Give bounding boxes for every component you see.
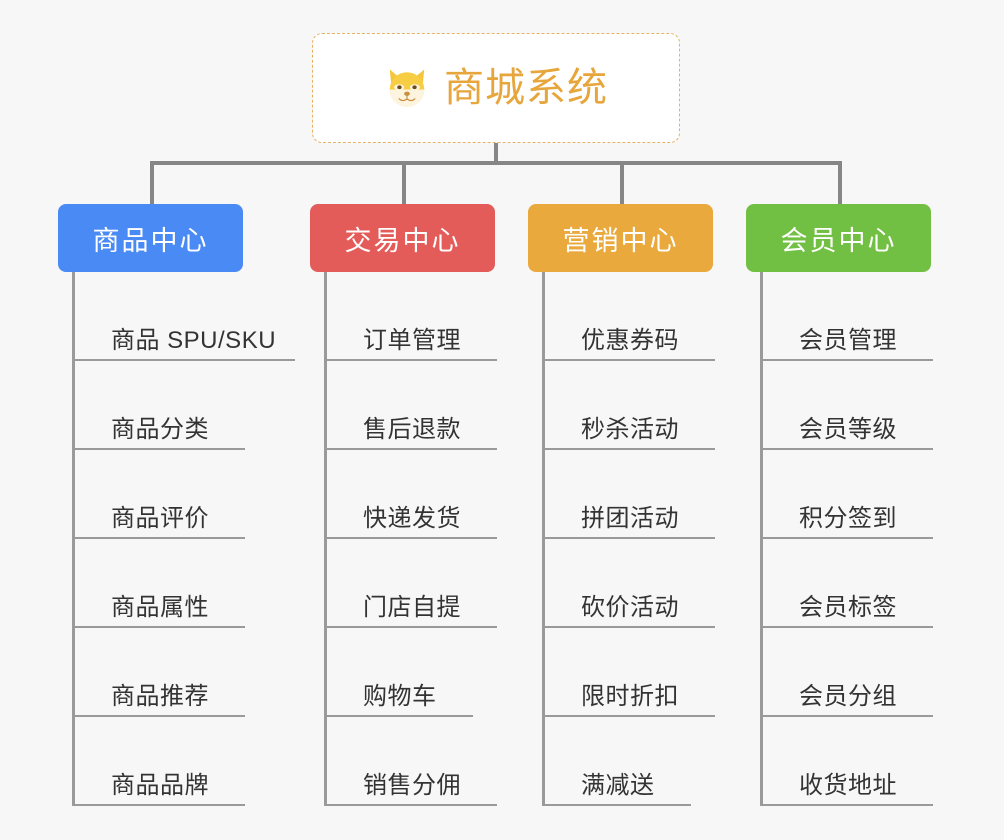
leaf-list-marketing: 优惠券码 秒杀活动 拼团活动 砍价活动 限时折扣 满减送 — [542, 272, 715, 806]
leaf-list-trade: 订单管理 售后退款 快递发货 门店自提 购物车 销售分佣 — [324, 272, 497, 806]
category-title: 营销中心 — [562, 225, 679, 256]
leaf-label: 门店自提 — [363, 593, 461, 621]
leaf-label: 快递发货 — [363, 504, 461, 532]
category-header-member[interactable]: 会员中心 — [746, 204, 931, 272]
root-title: 商城系统 — [444, 66, 608, 110]
leaf-label: 商品分类 — [111, 415, 209, 443]
root-node[interactable]: 商城系统 — [312, 33, 680, 143]
leaf-list-product: 商品 SPU/SKU 商品分类 商品评价 商品属性 商品推荐 商品品牌 — [72, 272, 295, 806]
leaf-label: 会员管理 — [799, 326, 897, 354]
category-header-trade[interactable]: 交易中心 — [310, 204, 495, 272]
leaf-label: 商品 SPU/SKU — [111, 326, 277, 354]
leaf-label: 满减送 — [581, 771, 655, 799]
leaf-label: 商品品牌 — [111, 771, 209, 799]
leaf-label: 销售分佣 — [363, 771, 461, 799]
root-stem-line — [494, 143, 498, 163]
leaf-label: 售后退款 — [363, 415, 461, 443]
leaf-label: 商品推荐 — [111, 682, 209, 710]
leaf-label: 商品属性 — [111, 593, 209, 621]
leaf-label: 会员等级 — [799, 415, 897, 443]
leaf-label: 秒杀活动 — [581, 415, 679, 443]
list-item[interactable]: 秒杀活动 — [545, 361, 715, 450]
leaf-label: 商品评价 — [111, 504, 209, 532]
list-item[interactable]: 收货地址 — [763, 717, 933, 806]
leaf-label: 订单管理 — [363, 326, 461, 354]
leaf-list-member: 会员管理 会员等级 积分签到 会员标签 会员分组 收货地址 — [760, 272, 933, 806]
leaf-label: 会员标签 — [799, 593, 897, 621]
list-item[interactable]: 商品 SPU/SKU — [75, 272, 295, 361]
leaf-label: 积分签到 — [799, 504, 897, 532]
list-item[interactable]: 快递发货 — [327, 450, 497, 539]
list-item[interactable]: 拼团活动 — [545, 450, 715, 539]
branch-drop-line-3 — [620, 161, 624, 206]
branch-drop-line-1 — [150, 161, 154, 206]
list-item[interactable]: 购物车 — [327, 628, 473, 717]
list-item[interactable]: 售后退款 — [327, 361, 497, 450]
list-item[interactable]: 会员等级 — [763, 361, 933, 450]
category-header-product[interactable]: 商品中心 — [58, 204, 243, 272]
list-item[interactable]: 商品属性 — [75, 539, 245, 628]
list-item[interactable]: 商品分类 — [75, 361, 245, 450]
branch-drop-line-2 — [402, 161, 406, 206]
leaf-label: 砍价活动 — [581, 593, 679, 621]
list-item[interactable]: 销售分佣 — [327, 717, 497, 806]
list-item[interactable]: 门店自提 — [327, 539, 497, 628]
leaf-label: 优惠券码 — [581, 326, 679, 354]
branch-drop-line-4 — [838, 161, 842, 206]
list-item[interactable]: 积分签到 — [763, 450, 933, 539]
list-item[interactable]: 会员分组 — [763, 628, 933, 717]
list-item[interactable]: 订单管理 — [327, 272, 497, 361]
leaf-label: 拼团活动 — [581, 504, 679, 532]
category-title: 交易中心 — [344, 225, 461, 256]
leaf-label: 限时折扣 — [581, 682, 679, 710]
category-header-marketing[interactable]: 营销中心 — [528, 204, 713, 272]
list-item[interactable]: 砍价活动 — [545, 539, 715, 628]
list-item[interactable]: 限时折扣 — [545, 628, 715, 717]
category-title: 会员中心 — [780, 225, 897, 256]
list-item[interactable]: 商品品牌 — [75, 717, 245, 806]
list-item[interactable]: 商品推荐 — [75, 628, 245, 717]
list-item[interactable]: 商品评价 — [75, 450, 245, 539]
category-title: 商品中心 — [92, 225, 209, 256]
list-item[interactable]: 会员标签 — [763, 539, 933, 628]
leaf-label: 收货地址 — [799, 771, 897, 799]
shiba-dog-face-icon — [389, 69, 425, 107]
list-item[interactable]: 优惠券码 — [545, 272, 715, 361]
leaf-label: 会员分组 — [799, 682, 897, 710]
list-item[interactable]: 满减送 — [545, 717, 691, 806]
list-item[interactable]: 会员管理 — [763, 272, 933, 361]
leaf-label: 购物车 — [363, 682, 437, 710]
horizontal-bus-line — [150, 161, 842, 165]
